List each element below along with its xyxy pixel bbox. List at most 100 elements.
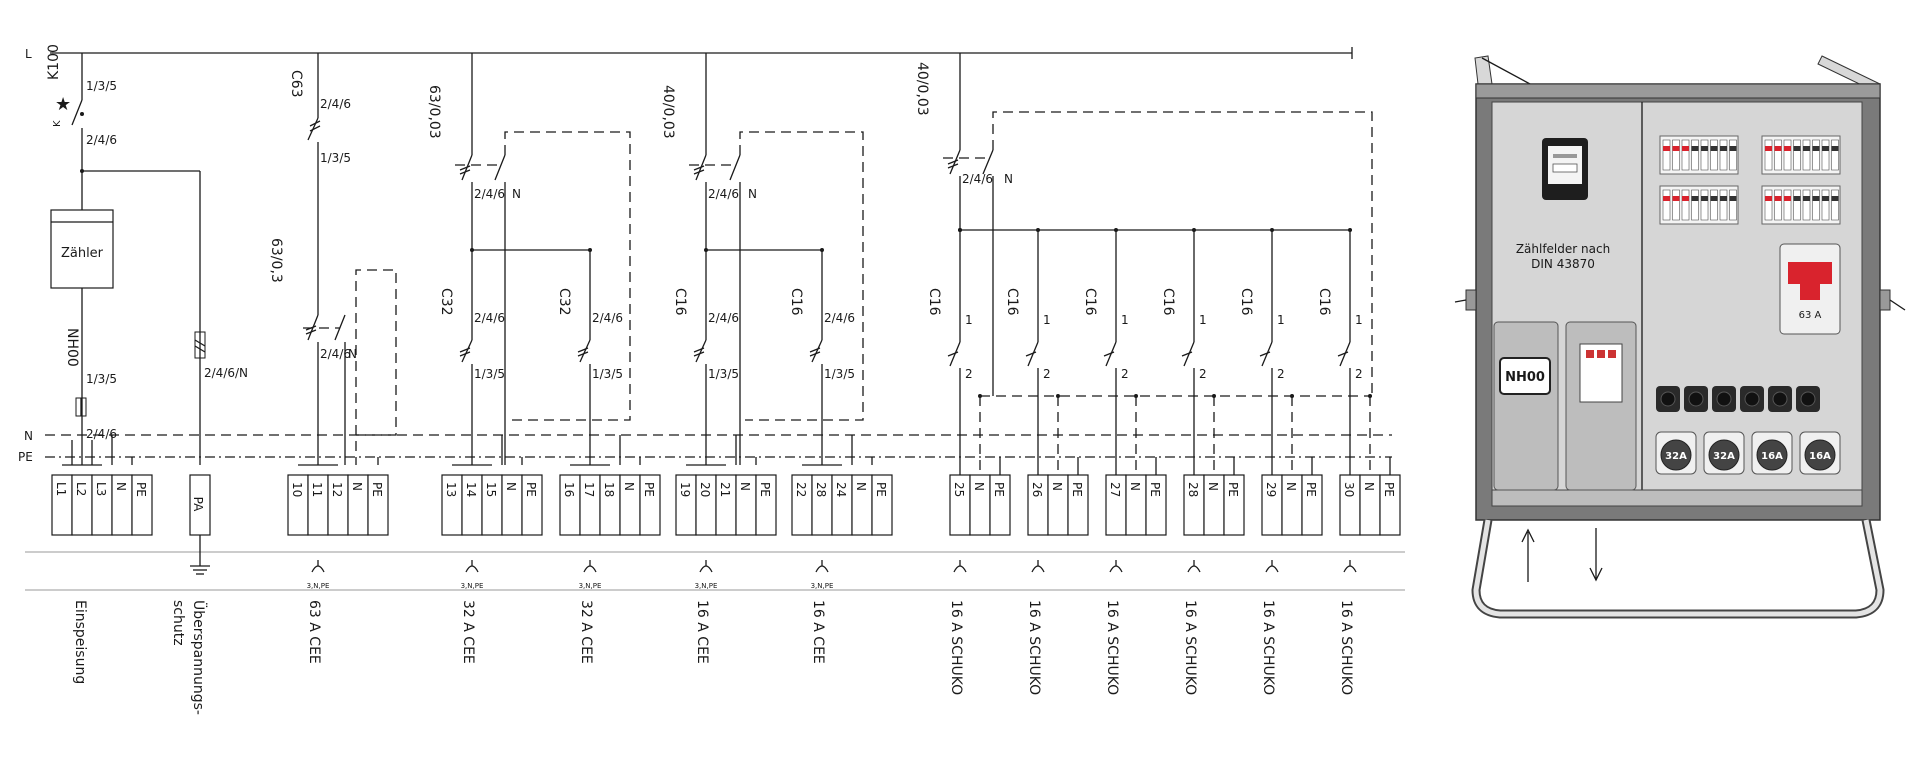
terminal-label: PE	[1304, 482, 1318, 497]
pe-bus-label: PE	[18, 450, 33, 464]
feeder-breaker: C32	[438, 288, 454, 316]
socket-note: 3,N,PE	[811, 582, 834, 590]
fuse-bottom-terminal: 2/4/6	[86, 427, 117, 441]
schuko-top-terminal: 1	[1043, 313, 1051, 327]
schuko-bottom-terminal: 2	[1355, 367, 1363, 381]
terminal	[1379, 474, 1401, 536]
cee63-breaker-top: 2/4/6	[320, 97, 351, 111]
feeder-label: 16 A CEE	[694, 600, 710, 664]
feeder-top-terminal: 2/4/6	[824, 311, 855, 325]
terminal-label: 30	[1342, 482, 1356, 497]
schuko-top-terminal: 1	[1121, 313, 1129, 327]
cee63-label: 63 A CEE	[306, 600, 322, 664]
arrow-up-icon	[1521, 528, 1535, 543]
terminal	[521, 474, 543, 536]
meter-field-line1: Zählfelder nach	[1516, 242, 1610, 256]
socket-icon	[953, 565, 967, 573]
terminal-label: PE	[1382, 482, 1396, 497]
socket-note: 3,N,PE	[461, 582, 484, 590]
terminal-label: N	[972, 482, 986, 491]
l-bus-label: L	[25, 47, 32, 61]
feeder-top-terminal: 2/4/6	[592, 311, 623, 325]
cee63-rcd: 63/0,3	[268, 238, 284, 283]
terminal-label: N	[622, 482, 636, 491]
group2-rcd-rating: 40/0,03	[660, 85, 676, 139]
meter-label: Zähler	[61, 246, 104, 261]
infeed-star-icon: ★	[55, 94, 71, 115]
group3-rcd-rating: 40/0,03	[914, 62, 930, 116]
terminal	[1145, 474, 1167, 536]
schuko-bottom-terminal: 2	[1043, 367, 1051, 381]
busbars: L N PE	[18, 47, 1405, 591]
terminal-label: 10	[290, 482, 304, 497]
schuko-top-terminal: 1	[1199, 313, 1207, 327]
schuko-bottom-terminal: 2	[1199, 367, 1207, 381]
schuko-breaker: C16	[1316, 288, 1332, 316]
terminal-label: 21	[718, 482, 732, 497]
terminal-label: N	[738, 482, 752, 491]
group2-rcd-n: N	[748, 187, 757, 201]
schuko-bottom-terminal: 2	[965, 367, 973, 381]
group1-rcd-n: N	[512, 187, 521, 201]
terminal-label: 28	[1186, 482, 1200, 497]
schuko-breaker: C16	[926, 288, 942, 316]
socket-icon	[311, 565, 325, 573]
feeder-label: 32 A CEE	[578, 600, 594, 664]
terminal-label: 20	[698, 482, 712, 497]
cee63-breaker-bottom: 1/3/5	[320, 151, 351, 165]
schuko-label: 16 A SCHUKO	[1338, 600, 1354, 695]
terminal-label: PE	[1148, 482, 1162, 497]
feeder-label: 32 A CEE	[460, 600, 476, 664]
terminal-label: 11	[310, 482, 324, 497]
schuko-bottom-terminal: 2	[1277, 367, 1285, 381]
cee-socket-rating: 32A	[1713, 451, 1735, 462]
schuko-label: 16 A SCHUKO	[948, 600, 964, 695]
terminal-label: 18	[602, 482, 616, 497]
terminal-label: N	[854, 482, 868, 491]
terminal	[1301, 474, 1323, 536]
schuko-top-terminal: 1	[1277, 313, 1285, 327]
schuko-label: 16 A SCHUKO	[1260, 600, 1276, 695]
feeder-bottom-terminal: 1/3/5	[592, 367, 623, 381]
socket-icon	[1187, 565, 1201, 573]
terminal	[367, 474, 389, 536]
terminal-label: 29	[1264, 482, 1278, 497]
n-bus-label: N	[24, 429, 33, 443]
feeder-top-terminal: 2/4/6	[474, 311, 505, 325]
terminal-label: N	[1284, 482, 1298, 491]
terminal-label: 17	[582, 482, 596, 497]
infeed-switch-bottom: 2/4/6	[86, 133, 117, 147]
terminal-label: L2	[74, 482, 88, 496]
terminal-label: 13	[444, 482, 458, 497]
terminal-label: N	[504, 482, 518, 491]
infeed-label: Einspeisung	[72, 600, 88, 684]
socket-icon	[1265, 565, 1279, 573]
infeed-branch: ★ K100 1/3/5 2/4/6 K Zähler NH00 1/3/5 2…	[46, 44, 200, 684]
fuse-label: NH00	[64, 328, 80, 367]
cee-socket-rating: 16A	[1761, 451, 1783, 462]
group1-rcd-poles: 2/4/6	[474, 187, 505, 201]
terminal-label: N	[1050, 482, 1064, 491]
cee63-breaker: C63	[288, 70, 304, 98]
cee-socket-rating: 16A	[1809, 451, 1831, 462]
schuko-breaker: C16	[1160, 288, 1176, 316]
feeder-bottom-terminal: 1/3/5	[824, 367, 855, 381]
infeed-switch-mark: K	[52, 120, 63, 127]
spd-branch: 2/4/6/N PA Über­spannungs- schutz	[170, 171, 248, 715]
terminal-label: N	[114, 482, 128, 491]
schuko-top-terminal: 1	[1355, 313, 1363, 327]
terminal-label: 15	[484, 482, 498, 497]
terminal-label: PE	[1226, 482, 1240, 497]
cee63-socket-note: 3,N,PE	[307, 582, 330, 590]
terminal-label: PE	[992, 482, 1006, 497]
terminal-label: 26	[1030, 482, 1044, 497]
terminal-label: 25	[952, 482, 966, 497]
terminal-label: N	[1128, 482, 1142, 491]
terminal-label: 22	[794, 482, 808, 497]
spd-icon	[194, 331, 206, 359]
terminal	[1223, 474, 1245, 536]
terminal-label: N	[1206, 482, 1220, 491]
terminal-label: PE	[134, 482, 148, 497]
